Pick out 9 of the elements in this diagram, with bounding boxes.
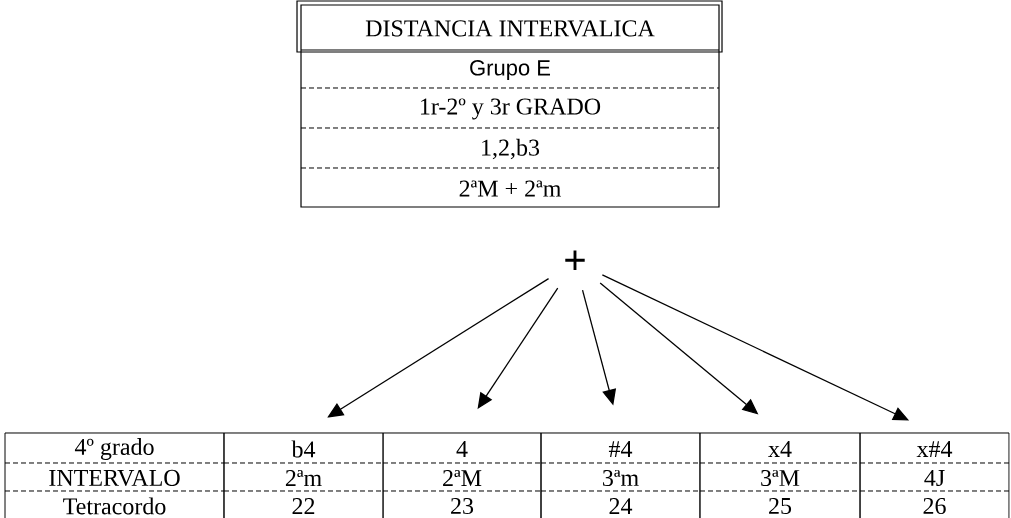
table-column: #4 3ªm 24	[540, 432, 701, 518]
table-column: x#4 4J 26	[859, 432, 1010, 518]
table-column: b4 2ªm 22	[223, 432, 384, 518]
heading-table: DISTANCIA INTERVALICA Grupo E 1r-2º y 3r GRADO 1,2,b3 2ªM + 2ªm	[296, 0, 723, 208]
table-column: 4º grado INTERVALO Tetracordo	[4, 432, 225, 518]
plus-sign: +	[565, 250, 585, 270]
table-column: 4 2ªM 23	[382, 432, 542, 518]
arrow	[327, 277, 550, 418]
table-column: x4 3ªM 25	[699, 432, 861, 518]
